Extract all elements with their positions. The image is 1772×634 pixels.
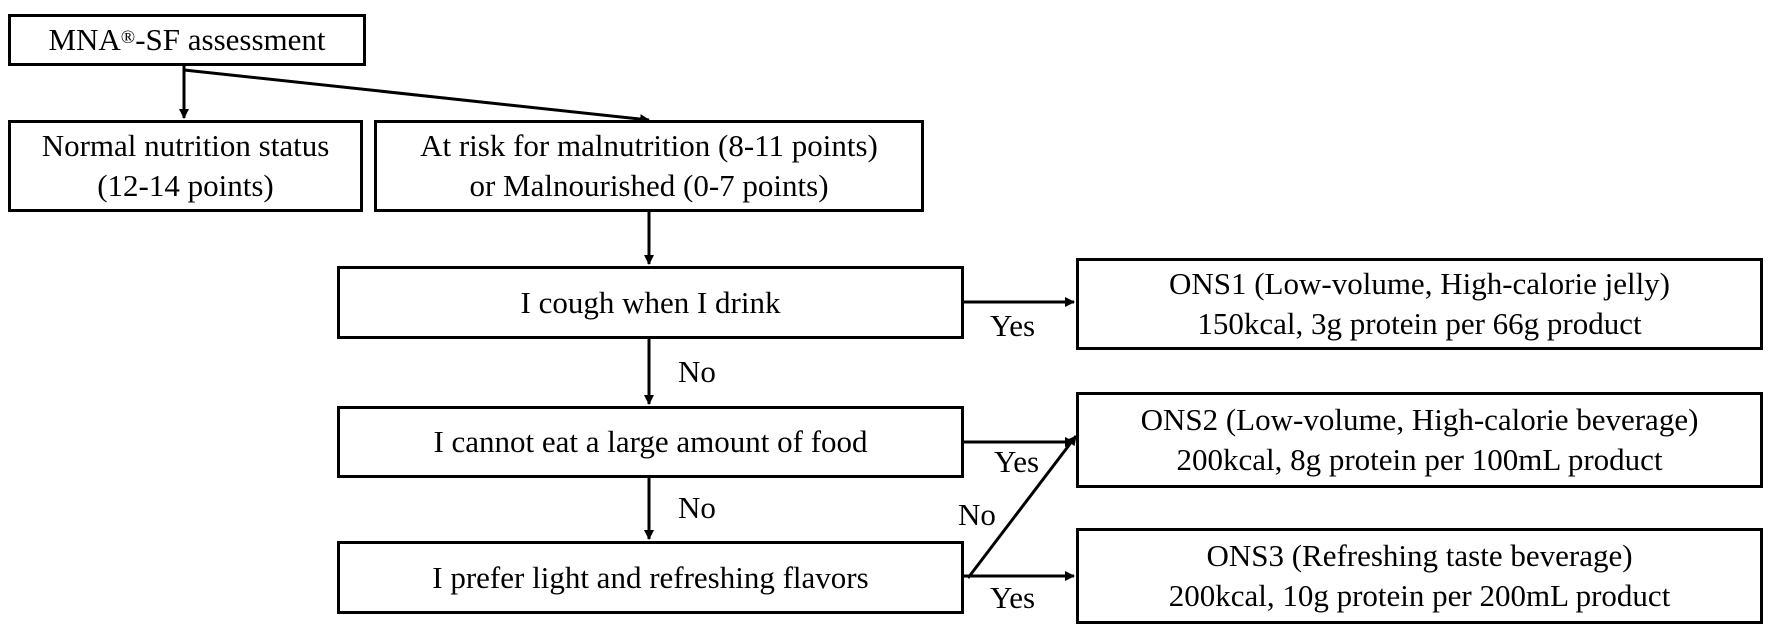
q2-yes-label: Yes: [994, 444, 1040, 479]
q3-yes-label: Yes: [990, 580, 1036, 615]
q1-no-label: No: [678, 354, 716, 389]
normal-nutrition-line1: Normal nutrition status: [41, 128, 330, 163]
ons3-box: ONS3 (Refreshing taste beverage) 200kcal…: [1076, 528, 1763, 624]
q3-no-label: No: [958, 497, 996, 532]
question-cough-box: I cough when I drink: [337, 266, 964, 339]
q2-no-label: No: [678, 490, 716, 525]
question-light-flavors-box: I prefer light and refreshing flavors: [337, 541, 964, 614]
ons1-line1: ONS1 (Low-volume, High-calorie jelly): [1168, 266, 1671, 301]
question-large-amount-box: I cannot eat a large amount of food: [337, 406, 964, 478]
question-light-flavors-text: I prefer light and refreshing flavors: [432, 559, 869, 595]
normal-nutrition-box: Normal nutrition status (12-14 points): [8, 120, 363, 212]
ons2-box: ONS2 (Low-volume, High-calorie beverage)…: [1076, 392, 1763, 488]
at-risk-line1: At risk for malnutrition (8-11 points): [420, 128, 878, 163]
arrow-assessment-to-at-risk: [183, 68, 650, 125]
ons1-line2: 150kcal, 3g protein per 66g product: [1197, 306, 1642, 341]
ons2-line1: ONS2 (Low-volume, High-calorie beverage): [1140, 402, 1699, 437]
q1-yes-label: Yes: [990, 308, 1036, 343]
arrow-q3-no: [966, 435, 1078, 579]
at-risk-malnutrition-box: At risk for malnutrition (8-11 points) o…: [374, 120, 924, 212]
ons1-box: ONS1 (Low-volume, High-calorie jelly) 15…: [1076, 258, 1763, 350]
question-cough-text: I cough when I drink: [520, 284, 781, 320]
question-large-amount-text: I cannot eat a large amount of food: [433, 424, 868, 459]
ons3-line1: ONS3 (Refreshing taste beverage): [1206, 538, 1633, 573]
mna-sf-assessment-box: MNA®-SF assessment: [8, 14, 366, 66]
normal-nutrition-line2: (12-14 points): [97, 168, 274, 203]
mna-sf-assessment-label: MNA®-SF assessment: [48, 22, 326, 57]
ons2-line2: 200kcal, 8g protein per 100mL product: [1176, 442, 1663, 477]
ons3-line2: 200kcal, 10g protein per 200mL product: [1168, 578, 1671, 613]
at-risk-line2: or Malnourished (0-7 points): [469, 168, 829, 203]
